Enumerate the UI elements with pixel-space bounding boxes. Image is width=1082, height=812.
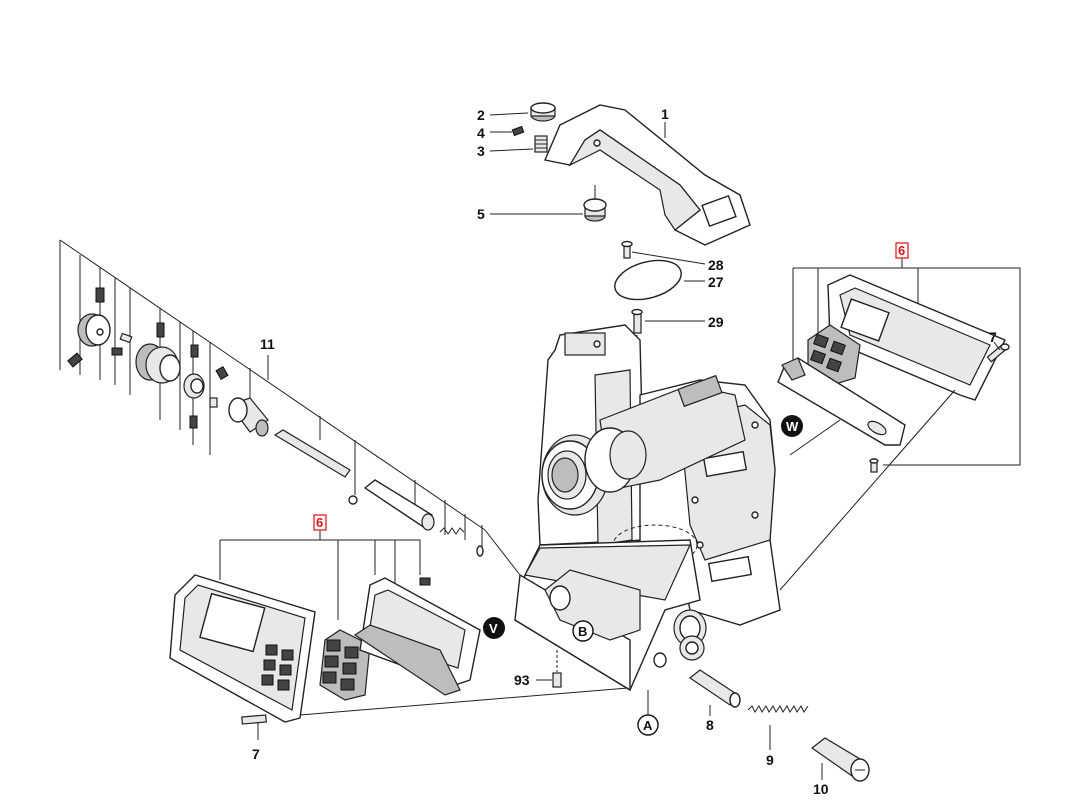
shaft-assembly-group bbox=[59, 239, 521, 576]
instrument-body bbox=[514, 324, 781, 692]
label-part-4: 4 bbox=[477, 125, 485, 141]
screw-part-28 bbox=[621, 240, 633, 259]
circled-letter-w: W bbox=[781, 415, 803, 437]
label-part-27: 27 bbox=[708, 274, 724, 290]
plug-part-10 bbox=[810, 737, 870, 782]
left-keypad-buttons bbox=[261, 644, 294, 691]
screw-part-93 bbox=[552, 650, 562, 688]
svg-text:6: 6 bbox=[316, 515, 323, 530]
svg-text:B: B bbox=[578, 624, 587, 639]
left-display-group bbox=[169, 530, 629, 740]
carry-handle bbox=[544, 104, 751, 246]
threaded-insert-part-3 bbox=[534, 135, 548, 153]
callout-part-6-left: 6 bbox=[313, 514, 327, 531]
label-part-8: 8 bbox=[706, 717, 714, 733]
label-part-10: 10 bbox=[813, 781, 829, 797]
callout-part-6-right: 6 bbox=[895, 242, 909, 259]
circled-letter-a: A bbox=[637, 714, 659, 736]
svg-text:6: 6 bbox=[898, 243, 905, 258]
spring-part-9 bbox=[747, 705, 809, 750]
label-part-2: 2 bbox=[477, 107, 485, 123]
leader-lines bbox=[489, 112, 706, 681]
label-part-11: 11 bbox=[260, 336, 275, 352]
circled-letter-b: B bbox=[572, 620, 594, 642]
part-number-labels: 2 4 3 5 1 28 27 29 11 7 7 93 8 9 10 bbox=[252, 106, 997, 797]
label-part-93: 93 bbox=[514, 672, 530, 688]
label-part-28: 28 bbox=[708, 257, 724, 273]
set-screw-part-4 bbox=[511, 125, 525, 137]
svg-text:W: W bbox=[786, 419, 799, 434]
label-part-29: 29 bbox=[708, 314, 724, 330]
cover-plate-part-27 bbox=[614, 259, 682, 301]
svg-text:A: A bbox=[643, 718, 653, 733]
label-part-3: 3 bbox=[477, 143, 485, 159]
label-part-7-left: 7 bbox=[252, 746, 260, 762]
tube-part-8 bbox=[688, 669, 741, 716]
label-part-1: 1 bbox=[661, 106, 669, 122]
spindle-cap-part-5 bbox=[583, 185, 607, 222]
knob-part-2 bbox=[530, 102, 556, 122]
right-display-group bbox=[777, 256, 1021, 591]
circled-letter-v: V bbox=[483, 617, 505, 639]
label-part-5: 5 bbox=[477, 206, 485, 222]
label-part-7-right: 7 bbox=[989, 329, 997, 345]
label-part-9: 9 bbox=[766, 752, 774, 768]
svg-text:V: V bbox=[489, 621, 498, 636]
